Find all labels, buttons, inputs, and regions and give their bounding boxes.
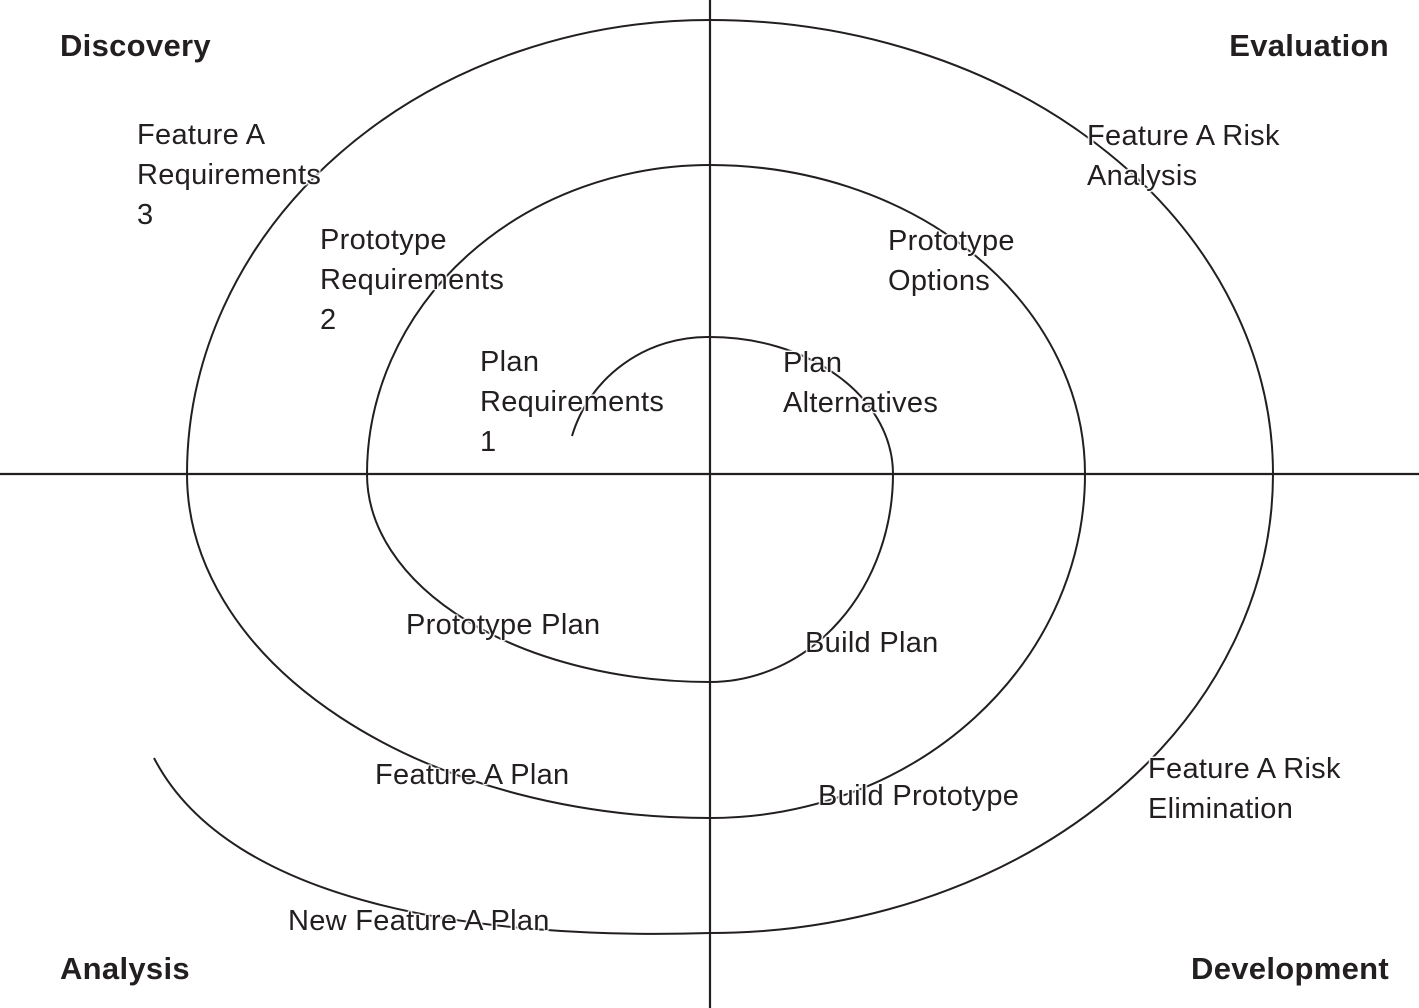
label-prototype-requirements-2: Prototype Requirements 2 bbox=[320, 220, 504, 340]
label-line: 3 bbox=[137, 199, 154, 231]
label-build-plan: Build Plan bbox=[805, 623, 939, 663]
label-feature-a-plan: Feature A Plan bbox=[375, 755, 569, 795]
label-line: Analysis bbox=[1087, 160, 1198, 192]
quadrant-label-evaluation: Evaluation bbox=[1229, 28, 1389, 63]
label-line: Plan bbox=[783, 347, 843, 379]
label-line: Elimination bbox=[1148, 793, 1294, 825]
label-plan-alternatives: Plan Alternatives bbox=[783, 343, 938, 423]
quadrant-label-discovery: Discovery bbox=[60, 28, 211, 63]
label-line: Feature A bbox=[137, 119, 266, 151]
label-build-prototype: Build Prototype bbox=[818, 776, 1019, 816]
label-line: 1 bbox=[480, 426, 497, 458]
label-line: Requirements bbox=[320, 264, 505, 296]
label-line: New Feature A Plan bbox=[288, 905, 550, 937]
label-prototype-plan: Prototype Plan bbox=[406, 605, 600, 645]
label-line: Plan bbox=[480, 346, 540, 378]
label-line: Prototype bbox=[888, 225, 1015, 257]
quadrant-label-development: Development bbox=[1191, 951, 1389, 986]
label-line: Requirements bbox=[480, 386, 665, 418]
quadrant-label-analysis: Analysis bbox=[60, 951, 190, 986]
label-line: Feature A Risk bbox=[1087, 120, 1280, 152]
label-new-feature-a-plan: New Feature A Plan bbox=[288, 901, 550, 941]
label-line: Feature A Risk bbox=[1148, 753, 1341, 785]
label-line: Options bbox=[888, 265, 991, 297]
label-line: Prototype Plan bbox=[406, 609, 601, 641]
label-line: Feature A Plan bbox=[375, 759, 570, 791]
label-line: Prototype bbox=[320, 224, 447, 256]
label-feature-a-requirements-3: Feature A Requirements 3 bbox=[137, 115, 321, 235]
label-line: Build Plan bbox=[805, 627, 939, 659]
label-feature-a-risk-analysis: Feature A Risk Analysis bbox=[1087, 116, 1280, 196]
label-line: Build Prototype bbox=[818, 780, 1020, 812]
label-line: Requirements bbox=[137, 159, 322, 191]
label-prototype-options: Prototype Options bbox=[888, 221, 1015, 301]
label-line: 2 bbox=[320, 304, 337, 336]
spiral-path bbox=[153, 18, 1275, 935]
label-feature-a-risk-elimination: Feature A Risk Elimination bbox=[1148, 749, 1341, 829]
label-line: Alternatives bbox=[783, 387, 939, 419]
label-plan-requirements-1: Plan Requirements 1 bbox=[480, 342, 664, 462]
